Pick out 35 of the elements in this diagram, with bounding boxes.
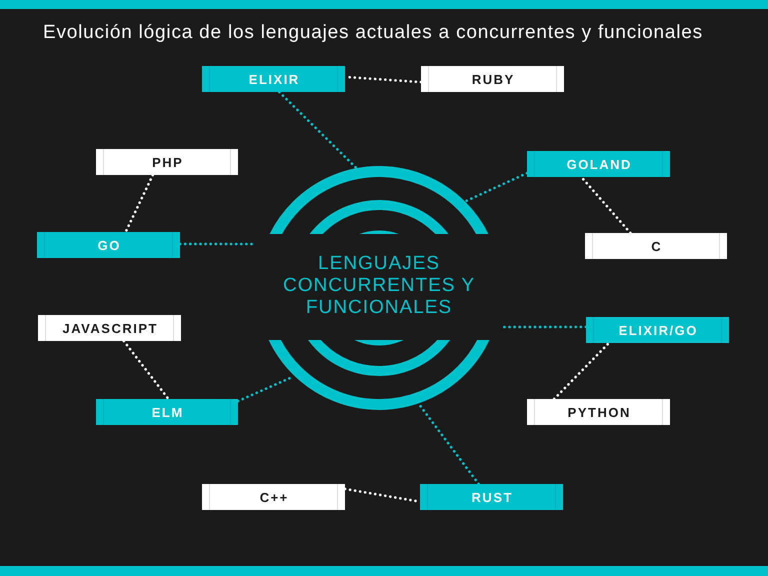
language-name: ELM: [150, 404, 184, 420]
language-box: [586, 317, 729, 343]
dotted-connector: [552, 342, 610, 400]
language-name: GOLAND: [566, 156, 632, 172]
language-box: [420, 484, 563, 510]
language-box: [38, 315, 181, 341]
dotted-connector: [124, 174, 154, 234]
dotted-connector: [502, 326, 588, 328]
language-box: [96, 399, 238, 425]
language-name: RUST: [470, 490, 513, 504]
language-name: PYTHON: [566, 404, 631, 420]
dotted-connector: [122, 340, 170, 400]
language-name: PHP: [151, 154, 184, 170]
language-box: [585, 233, 727, 259]
language-box: [202, 66, 345, 92]
language-name: C++: [258, 490, 289, 504]
language-box: [527, 399, 670, 425]
hub-title: LENGUAJES CONCURRENTES Y FUNCIONALES: [282, 253, 476, 319]
dotted-connector: [464, 172, 528, 202]
language-box: [527, 151, 670, 177]
language-name: ELIXIR: [248, 72, 300, 86]
language-name: GO: [96, 238, 121, 252]
language-box: [202, 484, 345, 510]
dotted-connector: [418, 403, 480, 486]
language-name: ELIXIR/GO: [618, 322, 698, 338]
language-box: [37, 232, 180, 258]
dotted-connector: [178, 242, 256, 246]
language-box: [96, 149, 238, 175]
language-name: C: [650, 238, 662, 254]
language-name: JAVASCRIPT: [62, 320, 158, 336]
diagram-title: Evolución lógica de los lenguajes actuales a concurrentes y funcionales: [43, 22, 703, 44]
language-box: [421, 66, 564, 92]
dotted-connector: [580, 176, 632, 234]
language-name: RUBY: [470, 72, 515, 86]
dotted-connector: [278, 90, 357, 169]
